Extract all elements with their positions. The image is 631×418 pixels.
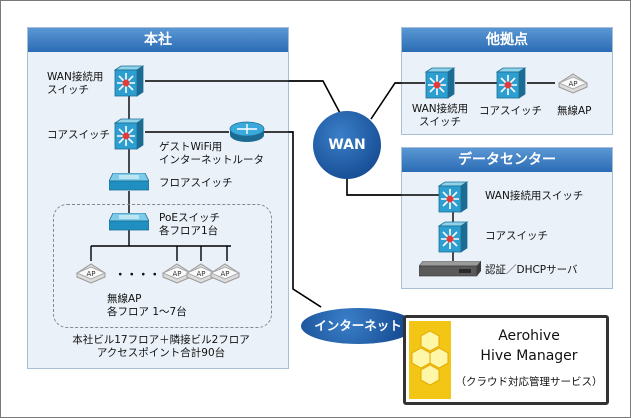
- dc-server-icon: [419, 261, 481, 277]
- poe-switch-label: PoEスイッチ 各フロア1台: [159, 212, 220, 237]
- branch-wan-switch-label: WAN接続用 スイッチ: [409, 103, 471, 128]
- branch-core-switch-icon: [495, 67, 527, 99]
- branch-core-switch-label: コアスイッチ: [479, 105, 542, 117]
- hive-manager-line1: Aerohive: [498, 328, 560, 344]
- poe-switch-label-line2: 各フロア1台: [159, 224, 219, 237]
- hq-footer-label: 本社ビル17フロア＋隣接ビル2フロア アクセスポイント合計90台: [55, 334, 267, 359]
- branch-title: 他拠点: [402, 28, 612, 52]
- hive-manager-line2: Hive Manager: [480, 348, 578, 364]
- hq-wireless-ap-label-line1: 無線AP: [107, 293, 142, 305]
- poe-switch-label-line1: PoEスイッチ: [159, 212, 221, 224]
- hq-ap-text-1: AP: [86, 270, 95, 278]
- poe-ap-group: [53, 204, 272, 328]
- hq-ap-text-3: AP: [196, 270, 205, 278]
- hive-manager-box: Aerohive Hive Manager （クラウド対応管理サービス）: [403, 315, 609, 405]
- dc-core-switch-icon: [437, 221, 469, 253]
- hq-ap-icon-1: AP: [75, 263, 107, 284]
- dc-wan-switch-label: WAN接続用スイッチ: [485, 190, 584, 202]
- branch-ap-text: AP: [568, 80, 577, 88]
- branch-wan-switch-label-line2: スイッチ: [419, 115, 461, 128]
- guest-router-label-line1: ゲストWiFi用: [159, 141, 223, 153]
- hq-wan-switch-icon: [113, 65, 145, 97]
- hq-title: 本社: [28, 28, 288, 52]
- honeycomb-icon: [411, 330, 449, 386]
- hq-ap-icon-4: AP: [209, 263, 241, 284]
- hq-wireless-ap-label: 無線AP 各フロア 1〜7台: [107, 293, 187, 318]
- hq-wan-switch-label-line1: WAN接続用: [47, 71, 104, 83]
- hive-manager-logo: [409, 321, 451, 399]
- hq-core-switch-label: コアスイッチ: [47, 129, 110, 141]
- floor-switch-label: フロアスイッチ: [159, 177, 233, 189]
- guest-router-label-line2: インターネットルータ: [159, 153, 264, 166]
- floor-switch-icon: [109, 173, 149, 191]
- dc-core-switch-label: コアスイッチ: [485, 230, 548, 242]
- branch-wan-switch-label-line1: WAN接続用: [411, 103, 469, 115]
- dc-server-label: 認証／DHCPサーバ: [485, 264, 578, 276]
- hq-wan-switch-label: WAN接続用 スイッチ: [47, 71, 103, 96]
- datacenter-title: データセンター: [402, 148, 612, 172]
- hq-panel: 本社: [27, 27, 289, 369]
- dc-wan-switch-icon: [437, 181, 469, 213]
- internet-cloud: インターネット: [301, 308, 415, 344]
- branch-wireless-ap-label: 無線AP: [557, 105, 592, 117]
- hq-footer-label-line2: アクセスポイント合計90台: [96, 346, 226, 359]
- hq-wan-switch-label-line2: スイッチ: [47, 83, 89, 96]
- hive-manager-line3: （クラウド対応管理サービス）: [455, 376, 603, 388]
- hq-wireless-ap-label-line2: 各フロア 1〜7台: [107, 305, 187, 318]
- branch-ap-icon: AP: [557, 73, 589, 94]
- guest-router-icon: [229, 121, 265, 142]
- hq-ap-text-4: AP: [220, 270, 229, 278]
- guest-router-label: ゲストWiFi用 インターネットルータ: [159, 141, 264, 166]
- hq-core-switch-icon: [113, 118, 145, 150]
- wan-cloud: WAN: [313, 111, 381, 179]
- hq-footer-label-line1: 本社ビル17フロア＋隣接ビル2フロア: [72, 334, 250, 346]
- branch-wan-switch-icon: [424, 67, 456, 99]
- poe-switch-icon: [109, 213, 149, 231]
- hq-ap-text-2: AP: [172, 270, 181, 278]
